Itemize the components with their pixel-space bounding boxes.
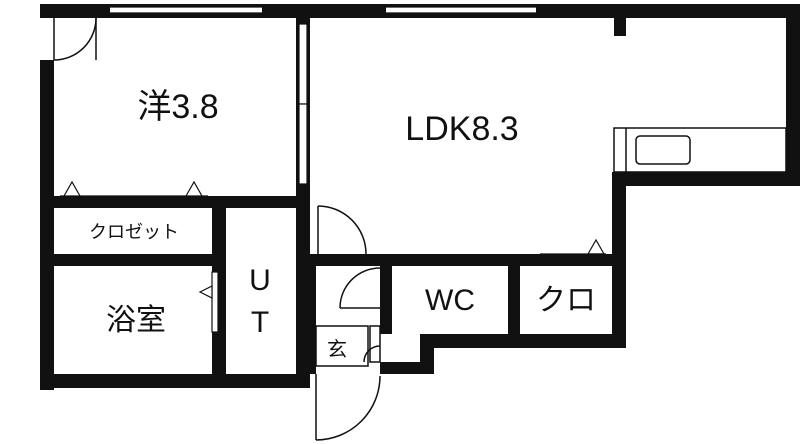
room-label-western: 洋3.8 bbox=[137, 88, 218, 126]
doors bbox=[53, 17, 381, 441]
room-label-utility-t: T bbox=[251, 306, 269, 339]
room-label-ldk: LDK8.3 bbox=[405, 110, 518, 148]
windows bbox=[110, 7, 536, 13]
room-label-entrance: 玄 bbox=[327, 338, 347, 361]
window-lines bbox=[110, 6, 536, 14]
bath-door bbox=[198, 271, 219, 333]
kitchen-counter bbox=[613, 127, 787, 173]
closet-doors bbox=[60, 180, 606, 255]
room-label-storage: クロ bbox=[536, 284, 596, 317]
room-label-bath: 浴室 bbox=[106, 304, 166, 337]
room-label-closet: クロゼット bbox=[89, 222, 179, 242]
entrance-step bbox=[315, 325, 381, 367]
pillar bbox=[614, 18, 626, 36]
room-label-wc: WC bbox=[425, 284, 475, 317]
room-label-utility-u: U bbox=[249, 264, 271, 297]
sliding-partition bbox=[298, 23, 308, 185]
